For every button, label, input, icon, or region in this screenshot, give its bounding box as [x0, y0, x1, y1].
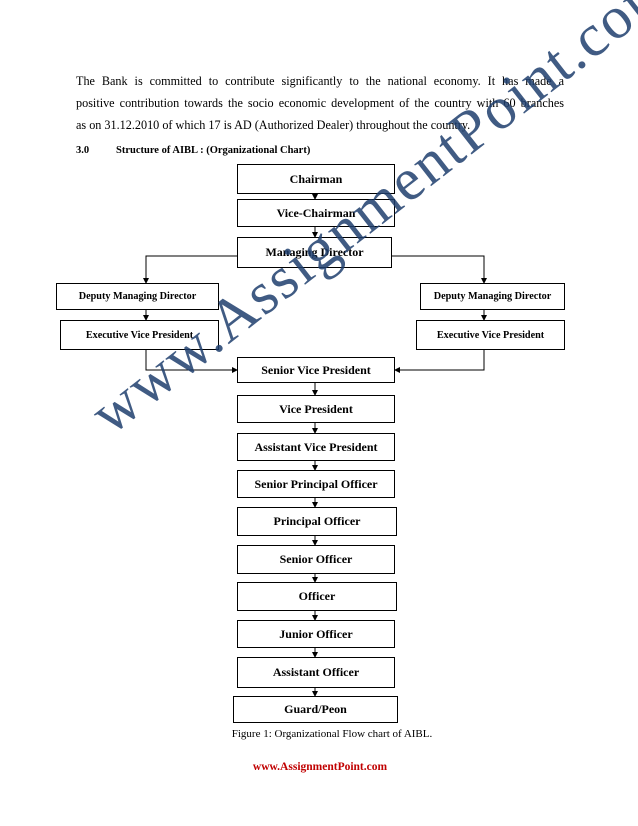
so-box: Senior Officer	[237, 545, 395, 574]
jo-box: Junior Officer	[237, 620, 395, 648]
paragraph-line-2: positive contribution towards the socio …	[76, 96, 564, 110]
intro-paragraph: The Bank is committed to contribute sign…	[76, 70, 564, 136]
po-box: Principal Officer	[237, 507, 397, 536]
deputy-md-left-box: Deputy Managing Director	[56, 283, 219, 310]
deputy-md-right-box: Deputy Managing Director	[420, 283, 565, 310]
vp-box: Vice President	[237, 395, 395, 423]
section-title: Structure of AIBL : (Organizational Char…	[116, 145, 311, 156]
chairman-box: Chairman	[237, 164, 395, 194]
ao-box: Assistant Officer	[237, 657, 395, 688]
section-heading: 3.0 Structure of AIBL : (Organizational C…	[76, 145, 310, 156]
evp-right-box: Executive Vice President	[416, 320, 565, 350]
figure-caption-text: Figure 1: Organizational Flow chart of A…	[231, 728, 433, 740]
footer-link-text: www.AssignmentPoint.com	[252, 761, 388, 773]
section-number: 3.0	[76, 145, 90, 156]
officer-box: Officer	[237, 582, 397, 611]
spo-box: Senior Principal Officer	[237, 470, 395, 498]
paragraph-line-1: The Bank is committed to contribute sign…	[76, 74, 564, 88]
figure-caption: Figure 1: Organizational Flow chart of A…	[0, 728, 638, 740]
avp-box: Assistant Vice President	[237, 433, 395, 461]
guard-box: Guard/Peon	[233, 696, 398, 723]
evp-left-box: Executive Vice President	[60, 320, 219, 350]
footer-link[interactable]: www.AssignmentPoint.com	[0, 761, 638, 773]
vice-chairman-box: Vice-Chairman	[237, 199, 395, 227]
paragraph-line-3: as on 31.12.2010 of which 17 is AD (Auth…	[76, 118, 471, 132]
senior-vp-box: Senior Vice President	[237, 357, 395, 383]
managing-director-box: Managing Director	[237, 237, 392, 268]
